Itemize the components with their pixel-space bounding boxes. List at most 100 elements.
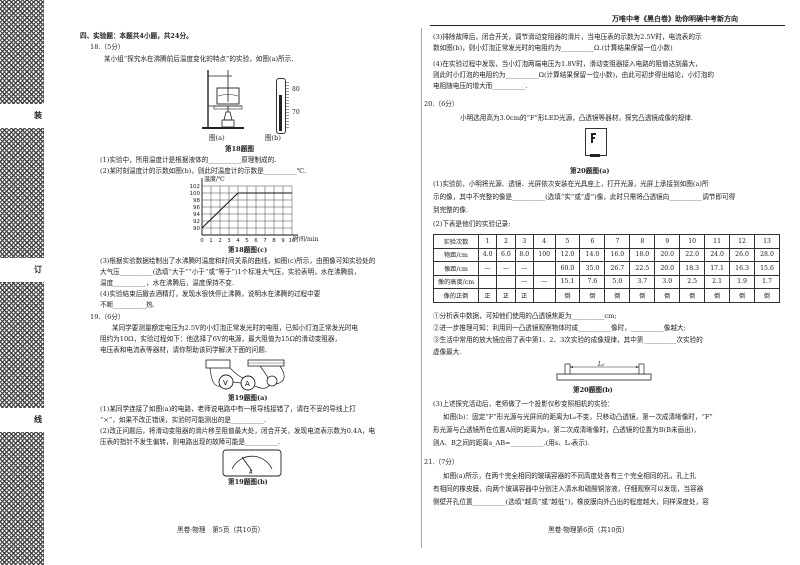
svg-text:90: 90	[193, 226, 200, 232]
table-cell: 6.0	[496, 247, 516, 262]
table-cell: 2	[496, 234, 516, 249]
q20-experiment-table: 实验次数 1 2 3 4 5 6 7 8 9 10 11 12 13 物距/cm…	[433, 234, 780, 303]
thermometer-label-80: 80	[292, 86, 300, 93]
table-cell: 13	[754, 234, 780, 249]
svg-text:96: 96	[193, 205, 200, 211]
q18-part2: (2)某时刻温度计的示数如图(b)，则此时温度计的示数是__________℃.	[100, 167, 307, 175]
q18-intro: 某小组“探究水在沸腾前后温度变化的特点”的实验，如图(a)所示.	[104, 55, 294, 63]
q19-part4-line1: (4)在实验过程中发现，当小灯泡两端电压为1.8V时，滑动变阻器接入电路的阻值达…	[433, 60, 702, 68]
q18-part4-line2: 不断__________热.	[100, 301, 155, 309]
table-cell: 倒	[654, 288, 681, 303]
q18-part3-line2: 大气压__________(选填“大于”“小于”或“等于”)1个标准大气压，实验…	[100, 268, 361, 276]
q20-part1-line3: 到完整的像.	[433, 206, 469, 214]
q20-screen-image	[585, 128, 607, 156]
table-row: 物距/cm 4.0 6.0 8.0 100 12.0 14.0 16.0 18.…	[433, 247, 780, 262]
table-cell	[477, 274, 498, 289]
q19-part1-line1: (1)某同学连接了如图(a)的电路，老师说电路中有一根导线接错了，请在不妥的导线…	[100, 405, 356, 413]
q20-fig-b-length-label: L₀	[598, 361, 605, 368]
table-row: 像的高度/cm — — 15.1 7.6 5.0 3.7 3.0 2.5 2.1…	[433, 274, 780, 289]
table-cell: 1	[477, 234, 498, 249]
q19-intro-line2: 阻约为10Ω，实验过程如下：他选择了6V的电源，最大阻值为15Ω的滑动变阻器，	[100, 335, 342, 343]
q19-number: 19.（6分）	[90, 313, 125, 321]
table-cell: 正	[496, 288, 516, 303]
q20-part3-line2: 如图(b)：固定“F”形光源与光屏间的距离为L₀不变，只移动凸透镜，第一次成清晰…	[443, 413, 713, 421]
q18-graph-ylabel: 温度/℃	[204, 176, 225, 183]
q20-screen-base	[590, 154, 600, 157]
table-cell: 像的高度/cm	[433, 274, 479, 289]
binding-char-xian: 线	[34, 414, 42, 425]
q20-step2: ②进一步推理可知：利用同一凸透镜观察物体时成__________像时，_____…	[433, 324, 686, 332]
table-cell: 12.0	[554, 247, 581, 262]
table-cell: 倒	[604, 288, 631, 303]
svg-text:9: 9	[281, 238, 285, 244]
q19-part2-line1: (2)改正问题后，将滑动变阻器的滑片移至阻值最大处，闭合开关，发现电流表示数为0…	[100, 427, 376, 435]
q19-intro-line3: 电压表和电流表等器材，请你帮助该同学解决下面的问题.	[100, 346, 267, 354]
table-cell: 16.3	[729, 261, 755, 276]
q20-step1: ①分析表中数据，可知他们使用的凸透镜焦距为__________cm;	[433, 312, 617, 320]
q19-part2-line2: 压表的指针不发生偏转，则电路出现的故障可能是__________.	[100, 438, 281, 446]
table-cell: 2.5	[679, 274, 706, 289]
table-cell: 倒	[704, 288, 731, 303]
table-cell: 15.6	[754, 261, 780, 276]
q18-part3-line1: (3)根据实验数据绘制出了水沸腾时温度和时间关系的曲线，如图(c)所示，由图像可…	[100, 257, 376, 265]
table-cell: 倒	[729, 288, 755, 303]
table-cell: 16.0	[604, 247, 631, 262]
table-cell: 11	[704, 234, 731, 249]
table-row: 实验次数 1 2 3 4 5 6 7 8 9 10 11 12 13	[433, 234, 780, 249]
table-cell: 像的正倒	[433, 288, 479, 303]
table-cell: 15.1	[554, 274, 581, 289]
table-cell: —	[514, 274, 534, 289]
svg-text:4: 4	[236, 238, 240, 244]
table-cell: 24.0	[704, 247, 731, 262]
ammeter-dial-icon: A	[222, 449, 282, 477]
q18-fig-a-label: 图(a)	[209, 134, 225, 142]
table-cell: 像距/cm	[433, 261, 479, 276]
table-cell: 倒	[629, 288, 656, 303]
svg-text:92: 92	[193, 219, 200, 225]
table-cell: 100	[532, 247, 556, 262]
table-cell: 物距/cm	[433, 247, 479, 262]
table-cell: 18.0	[629, 247, 656, 262]
table-cell: 14.0	[579, 247, 606, 262]
q20-fig-b-title: 第20题图(b)	[573, 386, 613, 394]
table-cell: 正	[477, 288, 498, 303]
q18-fig-title: 第18题图	[225, 145, 254, 153]
table-cell: 9	[654, 234, 681, 249]
q18-part3-line3: 温度__________，水在沸腾后，温度保持不变.	[100, 279, 234, 287]
footer-left-page: 黑卷·物理 第5页（共10页）	[177, 526, 265, 534]
q20-part1-line1: (1)实验前，小明将光源、透镜、光屏依次安装在光具座上，打开光源，光屏上承接到如…	[433, 180, 709, 188]
table-cell: —	[514, 261, 534, 276]
q19-part3-line1: (3)排除故障后，闭合开关，调节滑动变阻器的滑片，当电压表的示数为2.5V时，电…	[433, 33, 702, 41]
table-cell: 3.7	[629, 274, 656, 289]
q18-fig-b-label: 图(b)	[265, 134, 281, 142]
svg-text:2: 2	[218, 238, 222, 244]
q19-part3-line2: 数如图(b)，则小灯泡正常发光时的电阻约为__________Ω.(计算结果保留…	[433, 44, 673, 52]
table-cell: 7.6	[579, 274, 606, 289]
table-cell: 60.0	[554, 261, 581, 276]
q20-part2: (2)下表是他们的实验记录:	[433, 220, 511, 228]
table-row: 像的正倒 正 正 正 倒 倒 倒 倒 倒 倒 倒 倒 倒	[433, 288, 780, 303]
table-row: 像距/cm — — — 60.0 35.0 26.7 22.5 20.0 18.…	[433, 261, 780, 276]
q19-fig-a-title: 第19题图(a)	[228, 394, 268, 402]
table-cell: —	[532, 274, 556, 289]
q21-line2: 有相同的橡皮膜，向两个玻璃容器中分别注入清水和硫酸铜溶液，仔细观察可以发现，当容…	[433, 485, 704, 493]
f-shape-mid	[591, 137, 595, 139]
table-cell: 20.0	[654, 247, 681, 262]
header-rule	[430, 25, 785, 26]
q20-step3-line1: ③生活中常用的放大镜应用了表中第1、2、3次实验的成像规律，其中第_______…	[433, 336, 703, 344]
q20-part3-line4: 则A、B之间的距离s_AB=__________.(用s、L₀表示).	[433, 439, 590, 447]
q20-intro: 小明选用高为3.0cm的“F”形LED光源，凸透镜等器材，探究凸透镜成像的规律.	[460, 114, 693, 122]
svg-text:8: 8	[272, 238, 276, 244]
table-cell: 实验次数	[433, 234, 479, 249]
f-shape-top	[591, 133, 596, 135]
q20-part3-line1: (3)上述探究活动后，老师做了一个投影仪秒变照相机的实验：	[433, 400, 614, 408]
table-cell: 3.0	[654, 274, 681, 289]
column-divider	[421, 28, 422, 548]
svg-text:102: 102	[190, 184, 201, 190]
svg-text:7: 7	[263, 238, 267, 244]
q20-part3-line3: 形光源与凸透镜所在位置A间的距离为s，第二次成清晰像时，凸透镜的位置为B(B未画…	[433, 426, 700, 434]
table-cell: 20.0	[654, 261, 681, 276]
table-cell: —	[496, 261, 516, 276]
table-cell: —	[477, 261, 498, 276]
